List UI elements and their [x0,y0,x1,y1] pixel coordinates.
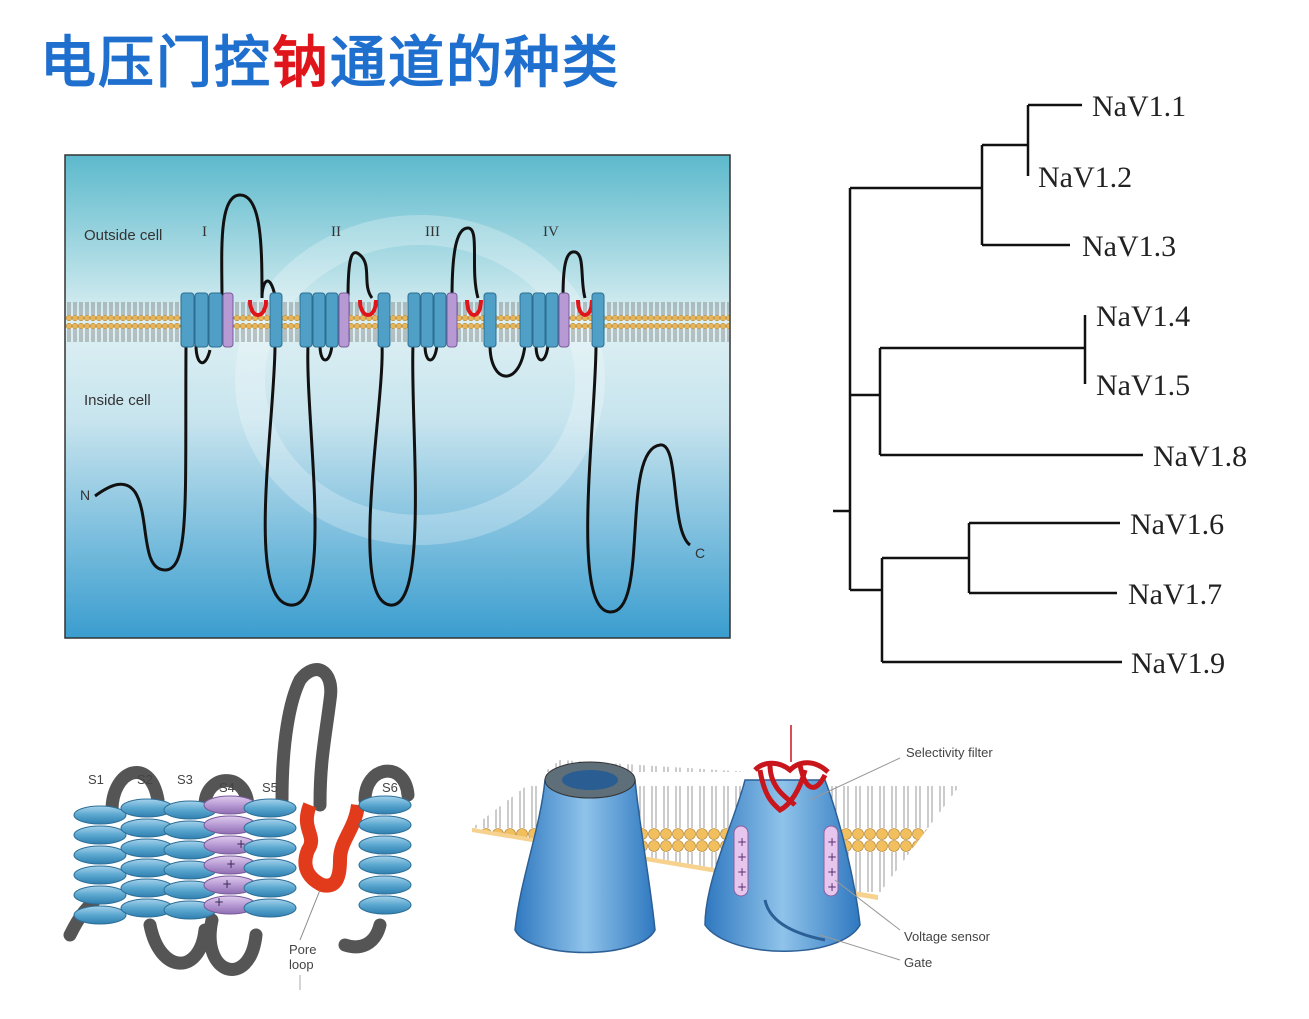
gate-leader [819,934,901,961]
svg-text:+: + [737,835,747,849]
selectivity-filter-label: Selectivity filter [906,745,993,760]
svg-text:+: + [737,850,747,864]
tree-branches [833,103,1143,664]
s6-label: S6 [382,780,398,795]
leaf-nav1-8: NaV1.8 [1153,440,1247,473]
page-title: 电压门控钠通道的种类 [40,18,620,99]
svg-text:+: + [827,835,837,849]
svg-text:+: + [827,880,837,894]
helix-s5 [243,798,297,918]
domain-i-segments [180,292,283,348]
title-part1: 电压门控 [40,31,272,96]
leaf-nav1-7: NaV1.7 [1128,578,1222,611]
leaf-nav1-5: NaV1.5 [1096,369,1190,402]
leaf-nav1-6: NaV1.6 [1130,508,1224,541]
helix-domain-diagram: + + + + S1 S2 S3 S4 S5 S6 Pore [63,663,415,990]
domain-ii-segments [299,292,391,348]
svg-text:+: + [226,857,236,871]
svg-text:+: + [827,865,837,879]
svg-text:+: + [222,877,232,891]
title-highlight: 钠 [272,31,330,96]
leaf-nav1-3: NaV1.3 [1082,230,1176,263]
svg-text:+: + [827,850,837,864]
leaf-nav1-1: NaV1.1 [1092,90,1186,123]
channel-3d-diagram: + + + + + + + + Selectivity filter Volta… [472,725,993,970]
channel-closed [514,761,656,954]
selectivity-leader [809,757,901,801]
svg-text:+: + [737,880,747,894]
helix-s6 [358,795,412,915]
helix-s3 [163,800,217,920]
domain-label-iv: IV [543,224,559,240]
domain-iii-segments [407,292,497,348]
svg-text:+: + [737,865,747,879]
helix-s2 [120,798,174,918]
pore-leader-line [299,889,321,941]
outside-cell-label: Outside cell [84,227,162,244]
gate-label: Gate [904,955,932,970]
svg-text:+: + [236,837,246,851]
membrane-bilayer [66,298,729,344]
topology-diagram: Outside cell Inside cell I II III IV [64,154,731,639]
s2-label: S2 [137,772,153,787]
s3-label: S3 [177,772,193,787]
s4-label: S4 [219,780,235,795]
pore-label-line2: loop [289,957,314,972]
topology-background [64,154,731,639]
c-terminus-label: C [695,545,705,561]
channel-open: + + + + + + + + [704,725,861,952]
n-terminus-label: N [80,487,90,503]
leaf-nav1-9: NaV1.9 [1131,647,1225,680]
voltage-leader [834,879,901,931]
s5-label: S5 [262,780,278,795]
pore-loop [298,802,365,893]
s1-label: S1 [88,772,104,787]
leaf-nav1-2: NaV1.2 [1038,161,1132,194]
leaf-nav1-4: NaV1.4 [1096,300,1190,333]
title-part2: 通道的种类 [330,31,620,96]
polypeptide-chain [94,193,692,614]
domain-label-i: I [202,224,207,240]
helix-s1 [73,805,127,925]
svg-text:+: + [214,895,224,909]
voltage-sensor-label: Voltage sensor [904,929,991,944]
inside-cell-label: Inside cell [84,392,151,409]
domain-iv-segments [519,292,605,348]
pore-label-line1: Pore [289,942,316,957]
watermark-ring [235,215,605,545]
domain-label-iii: III [425,224,440,240]
domain-label-ii: II [331,224,341,240]
phylogenetic-tree: NaV1.1 NaV1.2 NaV1.3 NaV1.4 NaV1.5 NaV1.… [833,90,1247,680]
helix-s4-voltage-sensor: + + + + [203,795,257,915]
